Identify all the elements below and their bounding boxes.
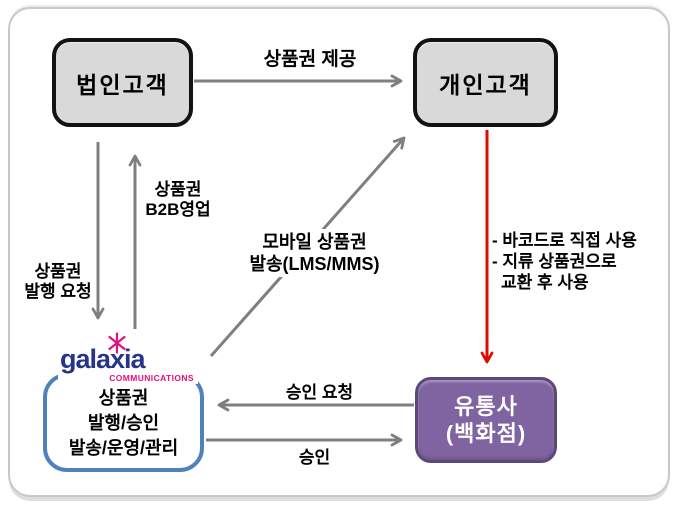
galaxia-role-line2: 발행/승인 bbox=[87, 413, 160, 433]
b2b-line1: 상품권 bbox=[154, 180, 202, 199]
galaxia-logo-text: galaxia bbox=[60, 344, 146, 374]
node-galaxia: 상품권 발행/승인 발송/운영/관리 bbox=[43, 373, 204, 472]
node-distributor: 유통사 (백화점) bbox=[415, 377, 557, 463]
distributor-label-line2: (백화점) bbox=[445, 421, 527, 446]
approval-request-edge-label: 승인 요청 bbox=[285, 383, 354, 402]
node-corporate-customer: 법인고객 bbox=[52, 38, 193, 127]
node-individual-customer: 개인고객 bbox=[413, 38, 558, 127]
b2b-line2: B2B영업 bbox=[145, 200, 211, 219]
mobile-send-edge-label: 모바일 상품권 발송(LMS/MMS) bbox=[237, 229, 392, 277]
redemption-note: - 바코드로 직접 사용 - 지류 상품권으로 교환 후 사용 bbox=[492, 230, 667, 293]
individual-customer-label: 개인고객 bbox=[439, 71, 532, 98]
mobile-send-line2: 발송(LMS/MMS) bbox=[249, 254, 380, 274]
redemption-line2: - 지류 상품권으로 bbox=[492, 252, 617, 271]
distributor-label-line1: 유통사 bbox=[454, 394, 518, 419]
corporate-customer-label: 법인고객 bbox=[76, 71, 169, 98]
b2b-edge-label: 상품권 B2B영업 bbox=[139, 180, 217, 220]
issue-request-line2: 발행 요청 bbox=[24, 282, 92, 301]
star-burst-icon bbox=[106, 332, 128, 359]
galaxia-role-line3: 발송/운영/관리 bbox=[68, 438, 179, 458]
galaxia-logo: galaxia COMMUNICATIONS bbox=[58, 329, 198, 384]
issue-request-edge-label: 상품권 발행 요청 bbox=[14, 262, 102, 302]
mobile-send-line1: 모바일 상품권 bbox=[262, 232, 367, 252]
provide-edge-label: 상품권 제공 bbox=[263, 49, 357, 70]
redemption-line1: - 바코드로 직접 사용 bbox=[492, 231, 637, 250]
galaxia-logo-subtext: COMMUNICATIONS bbox=[109, 373, 194, 383]
approval-edge-label: 승인 bbox=[298, 448, 331, 467]
redemption-line3: 교환 후 사용 bbox=[501, 273, 589, 292]
issue-request-line1: 상품권 bbox=[34, 262, 82, 281]
galaxia-role-line1: 상품권 bbox=[98, 388, 149, 408]
